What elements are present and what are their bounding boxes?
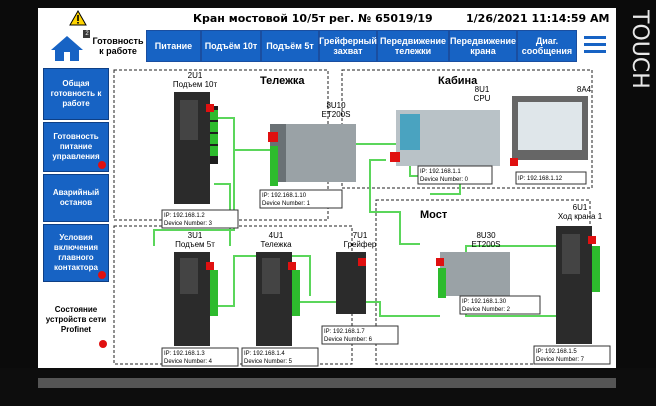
tab-power[interactable]: Питание [146,30,201,62]
hmi-screen: Кран мостовой 10/5т рег. № 65019/19 1/26… [38,8,616,368]
device-id: 8U30 [476,231,496,240]
fault-indicator [98,271,106,279]
sidebar-item-profinet[interactable]: Состояние устройств сети Profinet [43,290,109,350]
home-icon [51,36,83,61]
device-number: Device Number: 1 [262,201,311,207]
device-ip: IP: 192.168.1.12 [518,176,563,182]
device-name: ET200S [472,240,501,249]
device-number: Device Number: 7 [536,357,585,363]
tab-trolley-travel[interactable]: Передвижение тележки [377,30,449,62]
tab-hoist-10t[interactable]: Подъём 10т [201,30,261,62]
device-id: 6U1 [573,203,588,212]
sidebar-item-label: Аварийный останов [52,188,100,207]
device-number: Device Number: 0 [420,177,469,183]
device-ip: IP: 192.168.1.10 [262,193,307,199]
tab-grab[interactable]: Грейферный захват [319,30,377,62]
device-8A4[interactable]: 8A4 IP: 192.168.1.12 [510,85,592,185]
device-6U1[interactable]: 6U1 Ход крана 1 IP: 192.168.1.5 Device N… [533,203,611,365]
tab-hoist-5t[interactable]: Подъём 5т [261,30,319,62]
tab-diagnostics[interactable]: Диаг. сообщения [517,30,577,62]
device-number: Device Number: 6 [324,337,373,343]
datetime-display: 1/26/2021 11:14:59 AM [466,12,610,25]
sidebar-item-label: Условия включения главного контактора [53,233,99,272]
device-3U1[interactable]: 3U1 Подъем 5т IP: 192.168.1.3 Device Num… [161,231,239,367]
device-name: Подъем 5т [175,240,215,249]
device-ip: IP: 192.168.1.4 [244,351,285,357]
device-id: 8A4 [577,85,592,94]
device-name: Ход крана 1 [558,212,603,221]
device-name: CPU [474,94,491,103]
device-name: ET200S [322,110,351,119]
fault-indicator [98,161,106,169]
sidebar-item-emergency-stop[interactable]: Аварийный останов [43,174,109,222]
device-number: Device Number: 3 [164,221,213,227]
menu-icon [584,36,606,39]
device-8U10[interactable]: 8U10 ET200S IP: 192.168.1.10 Device Numb… [259,101,356,209]
sidebar-item-label: Состояние устройств сети Profinet [45,305,107,334]
device-number: Device Number: 2 [462,307,511,313]
device-7U1[interactable]: 7U1 Грейфер IP: 192.168.1.7 Device Numbe… [321,231,399,345]
device-8U30[interactable]: 8U30 ET200S IP: 192.168.1.30 Device Numb… [436,231,541,315]
device-id: 4U1 [269,231,284,240]
group-bridge-label: Мост [420,209,448,221]
group-trolley-label: Тележка [260,75,305,87]
device-id: 2U1 [188,71,203,80]
device-ip: IP: 192.168.1.5 [536,349,577,355]
bezel-edge [38,378,616,388]
tab-crane-travel[interactable]: Передвижение крана [449,30,517,62]
sidebar: Общая готовность к работе Готовность пит… [43,68,109,368]
device-number: Device Number: 5 [244,359,293,365]
device-name: Грейфер [344,240,377,249]
fault-indicator [99,340,107,348]
device-name: Тележка [260,240,292,249]
device-number: Device Number: 4 [164,359,213,365]
page-title: Кран мостовой 10/5т рег. № 65019/19 [193,12,433,25]
device-ip: IP: 192.168.1.7 [324,329,365,335]
device-4U1[interactable]: 4U1 Тележка IP: 192.168.1.4 Device Numbe… [241,231,319,367]
group-cabin-label: Кабина [438,75,478,87]
device-ip: IP: 192.168.1.2 [164,213,205,219]
device-id: 3U1 [188,231,203,240]
alarm-count-badge: 2 [83,30,91,38]
menu-button[interactable] [584,36,606,54]
device-ip: IP: 192.168.1.1 [420,169,461,175]
home-button[interactable] [46,30,88,64]
sidebar-item-general[interactable]: Общая готовность к работе [43,68,109,120]
tab-readiness[interactable]: Готовность к работе [90,30,146,62]
sidebar-item-control-power[interactable]: Готовность питание управления [43,122,109,172]
device-name: Подъем 10т [173,80,218,89]
tab-bar: Готовность к работе Питание Подъём 10т П… [90,30,580,64]
title-bar: Кран мостовой 10/5т рег. № 65019/19 1/26… [38,8,616,30]
profinet-diagram: Тележка Кабина Мост 2U1 Подъем 10т [110,66,616,368]
device-8U1[interactable]: 8U1 CPU IP: 192.168.1.1 Device Number: 0 [390,85,500,185]
touch-brand-label: TOUCH [627,10,652,89]
sidebar-item-label: Готовность питание управления [52,132,100,161]
sidebar-item-main-contactor[interactable]: Условия включения главного контактора [43,224,109,282]
sidebar-item-label: Общая готовность к работе [50,79,102,108]
device-ip: IP: 192.168.1.3 [164,351,205,357]
device-2U1[interactable]: 2U1 Подъем 10т IP: 192.168.1.2 Device Nu… [161,71,239,229]
device-id: 7U1 [353,231,368,240]
warning-icon[interactable] [69,10,87,26]
device-ip: IP: 192.168.1.30 [462,299,507,305]
device-id: 8U1 [475,85,490,94]
device-id: 8U10 [326,101,346,110]
